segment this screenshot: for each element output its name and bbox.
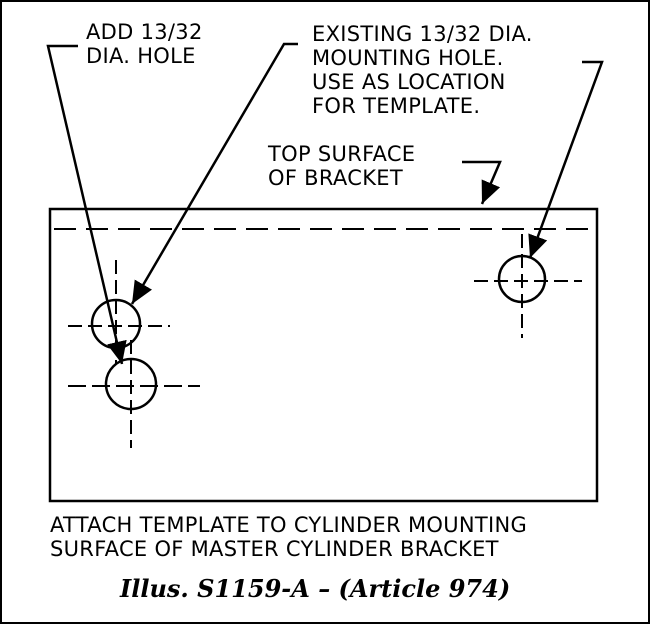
add-hole-label-line: ADD 13/32 bbox=[86, 20, 203, 44]
top-surface-label-line: TOP SURFACE bbox=[268, 142, 416, 166]
existing-hole-label-line: FOR TEMPLATE. bbox=[312, 94, 481, 118]
figure-caption: Illus. S1159-A – (Article 974) bbox=[120, 574, 511, 603]
existing-hole-label-line: USE AS LOCATION bbox=[312, 70, 506, 94]
existing-hole-label-line: MOUNTING HOLE. bbox=[312, 46, 504, 70]
add-hole-label: ADD 13/32 DIA. HOLE bbox=[86, 20, 203, 68]
add-hole-leader bbox=[46, 44, 127, 365]
add-hole-label-line: DIA. HOLE bbox=[86, 44, 196, 68]
existing-hole-leader-left bbox=[130, 42, 298, 305]
top-surface-leader bbox=[462, 160, 502, 205]
bracket-outline bbox=[48, 207, 599, 503]
instruction-line: SURFACE OF MASTER CYLINDER BRACKET bbox=[50, 537, 499, 561]
existing-hole-label-line: EXISTING 13/32 DIA. bbox=[312, 22, 533, 46]
instruction-line: ATTACH TEMPLATE TO CYLINDER MOUNTING bbox=[50, 513, 528, 537]
right-mounting-hole bbox=[474, 234, 582, 338]
existing-hole-label: EXISTING 13/32 DIA. MOUNTING HOLE. USE A… bbox=[312, 22, 533, 118]
left-lower-hole bbox=[68, 340, 200, 448]
existing-hole-leader-right bbox=[528, 60, 604, 259]
top-surface-label: TOP SURFACE OF BRACKET bbox=[268, 142, 415, 190]
instruction-text: ATTACH TEMPLATE TO CYLINDER MOUNTING SUR… bbox=[50, 513, 527, 561]
top-surface-label-line: OF BRACKET bbox=[268, 166, 403, 190]
